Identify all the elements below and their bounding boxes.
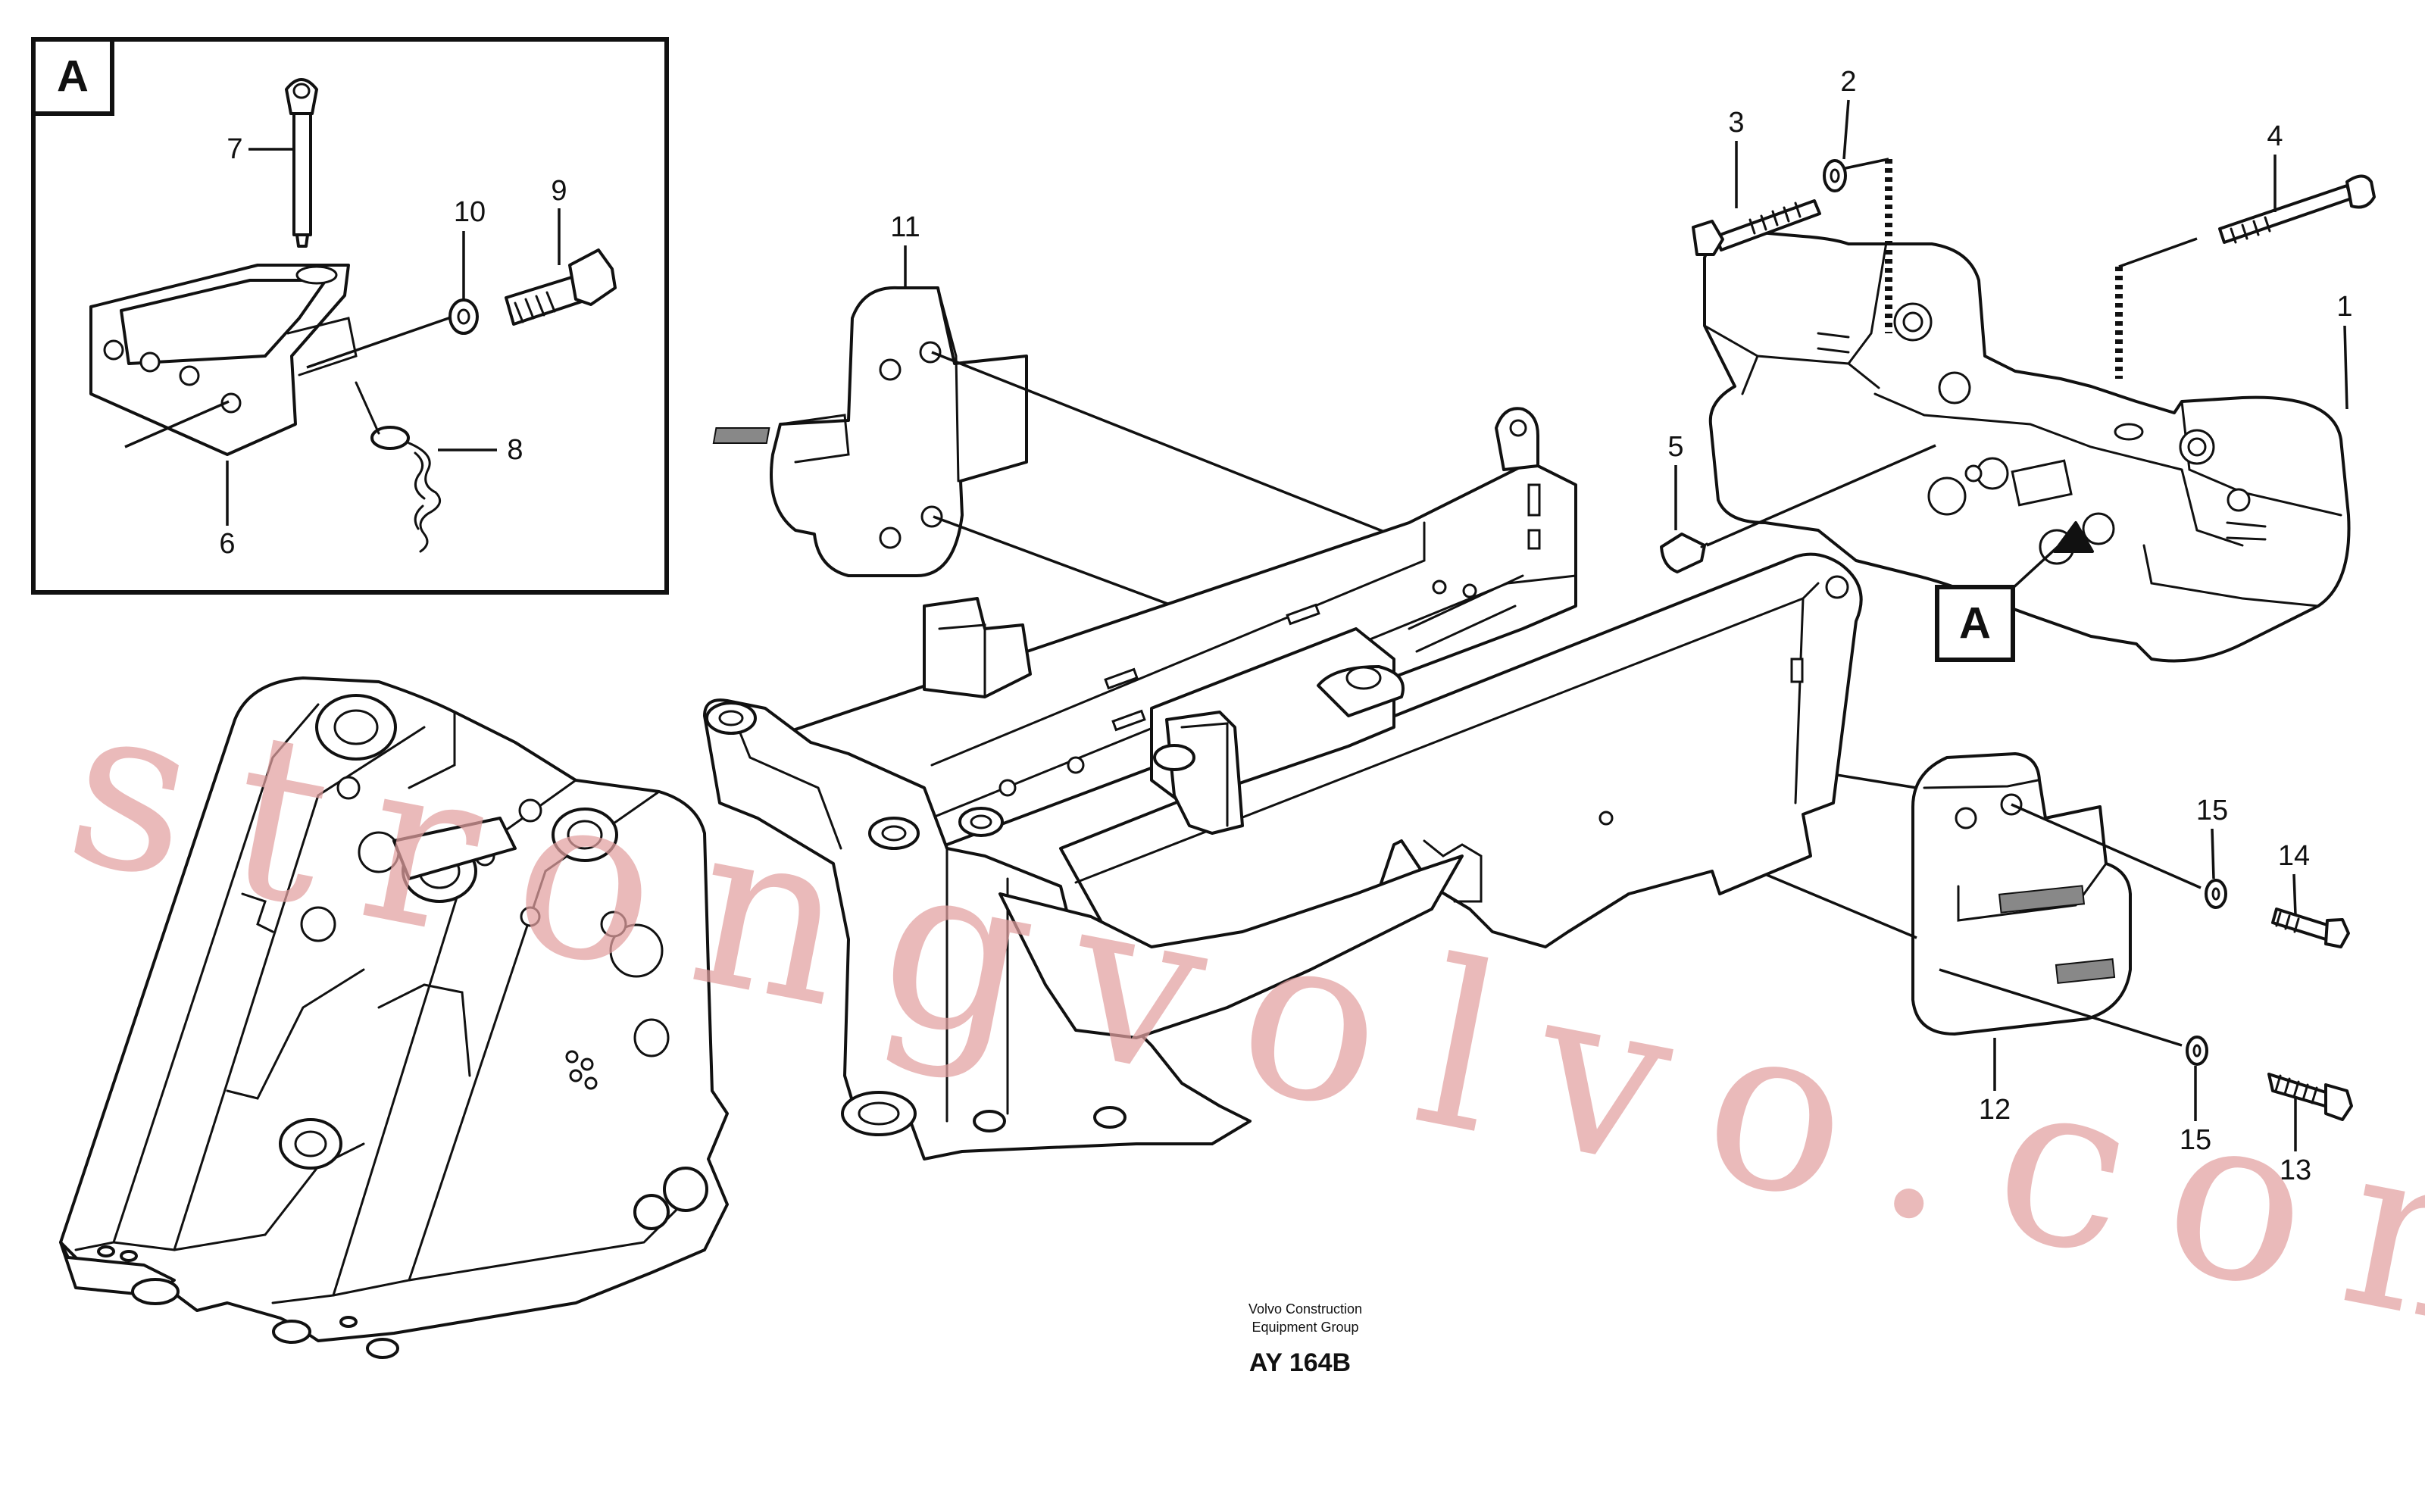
- callout-15-lower: 15: [2180, 1124, 2211, 1156]
- callout-12: 12: [1979, 1094, 2011, 1126]
- footer-line-1: Volvo Construction: [1248, 1301, 1362, 1317]
- front-frame: [59, 676, 729, 1359]
- callout-15-upper: 15: [2196, 795, 2228, 826]
- washer-part-15-upper: [2205, 879, 2227, 909]
- bolt-part-14: [2271, 908, 2350, 948]
- bolt-part-13: [2267, 1073, 2353, 1121]
- callout-4: 4: [2267, 120, 2283, 152]
- rear-frame: [703, 407, 1863, 1161]
- washer-part-15-lower: [2186, 1036, 2208, 1066]
- inset-label: A: [57, 52, 89, 102]
- callout-9: 9: [551, 175, 567, 207]
- detail-inset-a: A: [31, 37, 669, 595]
- washer-part-10: [448, 298, 479, 335]
- callout-8: 8: [507, 434, 523, 466]
- footer-line-2: Equipment Group: [1252, 1320, 1358, 1335]
- lock-pin-part-7: [285, 78, 318, 248]
- inset-label-box: [31, 37, 114, 116]
- step-fender-part-11: [712, 286, 1028, 577]
- callout-10: 10: [454, 196, 486, 228]
- bolt-part-4: [2218, 174, 2376, 244]
- drawing-code: AY 164B: [1249, 1348, 1351, 1377]
- bolt-part-3: [1692, 199, 1821, 256]
- plug-part-5: [1660, 533, 1708, 573]
- callout-14: 14: [2278, 840, 2310, 872]
- callout-13: 13: [2280, 1154, 2311, 1186]
- washer-part-2: [1823, 159, 1847, 192]
- view-marker-label: A: [1959, 599, 1991, 648]
- footer: Volvo Construction Equipment Group AY 16…: [1248, 1301, 1362, 1377]
- callout-3: 3: [1728, 107, 1744, 139]
- callout-11: 11: [890, 211, 920, 243]
- callout-1: 1: [2336, 291, 2352, 323]
- bolt-part-9: [505, 248, 617, 326]
- drawbar-bracket-part-6: [89, 264, 358, 456]
- view-marker-a: A: [1935, 521, 2094, 662]
- safety-chain-part-8: [355, 381, 442, 553]
- callout-6: 6: [219, 528, 235, 560]
- callout-7: 7: [227, 133, 242, 165]
- step-part-12: [1911, 752, 2132, 1036]
- callout-2: 2: [1840, 66, 1856, 98]
- callout-5: 5: [1667, 431, 1683, 463]
